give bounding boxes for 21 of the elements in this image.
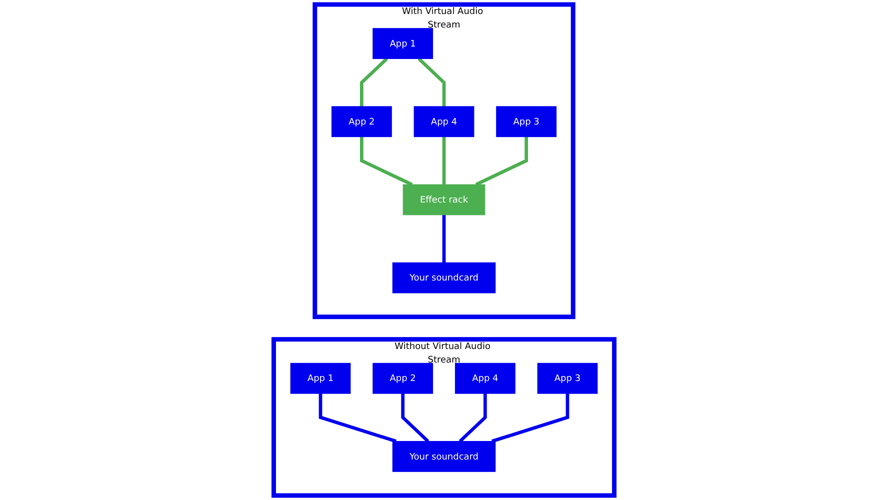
connector <box>491 394 570 443</box>
node-box: App 3 <box>537 362 598 394</box>
connector <box>401 394 430 443</box>
node-box: App 1 <box>372 28 434 59</box>
node-box: App 2 <box>331 106 392 138</box>
connector <box>418 57 446 106</box>
node-box: App 4 <box>414 106 474 138</box>
connector <box>360 57 388 106</box>
node-box: Your soundcard <box>392 441 496 472</box>
node-box: App 2 <box>372 362 434 394</box>
node-box: App 3 <box>496 106 557 138</box>
node-box: Your soundcard <box>392 262 496 294</box>
node-box: App 4 <box>454 362 516 394</box>
connector <box>360 136 413 186</box>
connector <box>318 394 397 443</box>
node-box: Effect rack <box>402 184 486 216</box>
connector <box>458 394 487 443</box>
connector <box>475 136 528 186</box>
connector <box>442 136 446 185</box>
node-box: App 1 <box>290 362 351 394</box>
connector <box>442 214 446 263</box>
